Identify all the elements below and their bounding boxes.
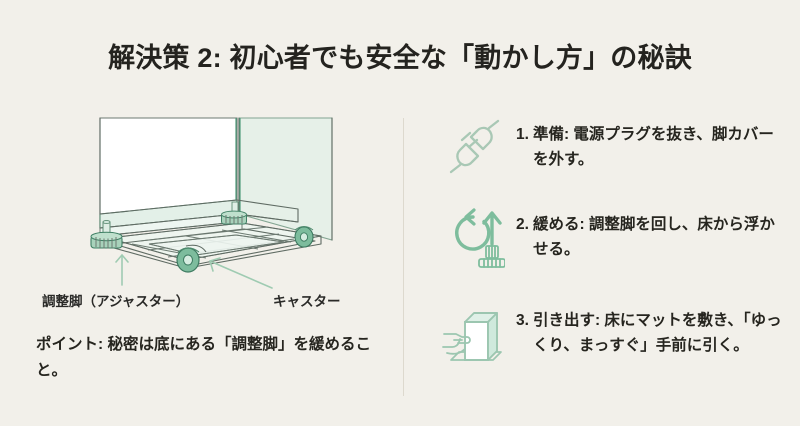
step-item-1: 1. 準備: 電源プラグを抜き、脚カバーを外す。 — [432, 116, 800, 190]
hands-pulling-box-icon — [432, 302, 516, 376]
adjuster-callout-arrow — [115, 253, 129, 286]
page-title: 解決策 2: 初心者でも安全な「動かし方」の秘訣 — [108, 43, 692, 73]
callout-label-adjuster: 調整脚（アジャスター） — [42, 294, 190, 309]
step-number-1: 1. — [516, 126, 529, 143]
step-item-2: 2. 緩める: 調整脚を回し、床から浮かせる。 — [432, 206, 800, 280]
adjuster-foot-rear — [221, 201, 247, 225]
adjuster-foot-front — [90, 219, 123, 249]
caster-rear — [294, 226, 314, 248]
step-text-2: 緩める: 調整脚を回し、床から浮かせる。 — [532, 216, 775, 259]
steps-column: 1. 準備: 電源プラグを抜き、脚カバーを外す。 — [432, 112, 800, 402]
left-column: .ln { fill:none; stroke:#5f6b63; stroke-… — [0, 110, 400, 410]
step-text-1: 準備: 電源プラグを抜き、脚カバーを外す。 — [532, 126, 774, 169]
column-divider — [403, 118, 404, 396]
caster-callout-arrow — [209, 257, 273, 289]
point-note: ポイント: 秘密は底にある「調整脚」を緩めること。 — [36, 336, 371, 379]
step-number-3: 3. — [516, 312, 529, 329]
callout-label-caster: キャスター — [273, 294, 341, 309]
cabinet-base-illustration: .ln { fill:none; stroke:#5f6b63; stroke-… — [36, 110, 376, 295]
rotate-loosen-bolt-icon — [432, 206, 516, 280]
step-item-3: 3. 引き出す: 床にマットを敷き、「ゆっくり、まっすぐ」手前に引く。 — [432, 302, 800, 376]
power-plug-unplugged-icon — [432, 116, 516, 190]
step-text-3: 引き出す: 床にマットを敷き、「ゆっくり、まっすぐ」手前に引く。 — [532, 312, 782, 355]
caster-front — [176, 244, 207, 273]
step-number-2: 2. — [516, 216, 529, 233]
